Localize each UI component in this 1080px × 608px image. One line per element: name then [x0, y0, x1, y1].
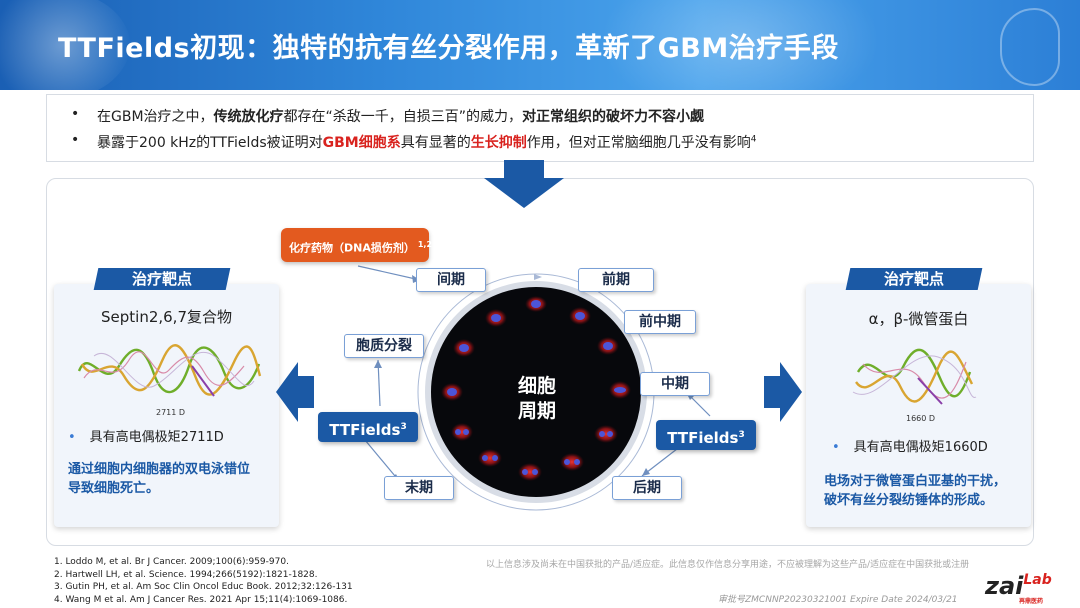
intro-bullets-box: • 在GBM治疗之中，传统放化疗都存在“杀敌一千，自损三百”的威力，对正常组织的…	[46, 94, 1034, 162]
left-target-tag: 治疗靶点	[93, 268, 231, 290]
cell-cycle-center-label: 细胞周期	[517, 375, 556, 422]
references-list: 1. Loddo M, et al. Br J Cancer. 2009;100…	[54, 556, 353, 606]
bullet-dot: •	[71, 132, 80, 148]
page-title: TTFields初现：独特的抗有丝分裂作用，革新了GBM治疗手段	[58, 33, 839, 64]
chemo-drug-label: 化疗药物（DNA损伤剂）1,2	[281, 228, 432, 262]
header-banner: TTFields初现：独特的抗有丝分裂作用，革新了GBM治疗手段	[0, 0, 1080, 90]
cell-cycle-diagram	[357, 265, 711, 511]
approval-number: 审批号ZMCNNP20230321001 Expire Date 2024/03…	[718, 595, 958, 605]
right-arrow-icon	[764, 362, 802, 422]
phase-interphase: 间期	[416, 268, 486, 292]
phase-metaphase: 中期	[640, 372, 710, 396]
header-glow	[600, 0, 880, 90]
left-target-panel: Septin2,6,7复合物 2711 D •具有高电偶极矩2711D 通过细胞…	[54, 284, 279, 527]
target-feature: •具有高电偶极矩1660D	[832, 440, 988, 455]
target-name: α，β-微管蛋白	[868, 310, 969, 328]
molecule-label: 1660 D	[906, 414, 936, 423]
down-arrow-icon	[484, 160, 564, 208]
phase-telophase: 末期	[384, 476, 454, 500]
phase-anaphase: 后期	[612, 476, 682, 500]
tubulin-protein-image	[852, 348, 977, 405]
brain-graphic	[0, 0, 130, 90]
molecule-label: 2711 D	[156, 408, 186, 417]
reference-item: 4. Wang M et al. Am J Cancer Res. 2021 A…	[54, 594, 348, 605]
phase-prophase: 前期	[578, 268, 654, 292]
right-target-panel: α，β-微管蛋白 1660 D •具有高电偶极矩1660D 电场对于微管蛋白亚基…	[806, 284, 1031, 527]
target-description: 电场对于微管蛋白亚基的干扰，破坏有丝分裂纺锤体的形成。	[824, 474, 1007, 508]
disclaimer-text: 以上信息涉及尚未在中国获批的产品/适应症。此信息仅作信息分享用途，不应被理解为这…	[486, 560, 970, 570]
left-arrow-icon	[276, 362, 314, 422]
phase-cytokinesis: 胞质分裂	[344, 334, 424, 358]
bullet-dot: •	[71, 106, 80, 122]
reference-item: 2. Hartwell LH, et al. Science. 1994;266…	[54, 569, 318, 580]
reference-item: 1. Loddo M, et al. Br J Cancer. 2009;100…	[54, 557, 289, 567]
right-target-tag: 治疗靶点	[845, 268, 983, 290]
bullet-text: 在GBM治疗之中，传统放化疗都存在“杀敌一千，自损三百”的威力，对正常组织的破坏…	[97, 109, 705, 125]
dividing-cells-image	[441, 296, 631, 481]
target-description: 通过细胞内细胞器的双电泳错位导致细胞死亡。	[68, 462, 251, 496]
bullet-text: 暴露于200 kHz的TTFields被证明对GBM细胞系具有显著的生长抑制作用…	[97, 134, 757, 151]
ttfields-label-left: TTFields3	[318, 412, 418, 442]
reference-item: 3. Gutin PH, et al. Am Soc Clin Oncol Ed…	[54, 582, 353, 592]
target-name: Septin2,6,7复合物	[101, 308, 232, 326]
septin-protein-image	[77, 344, 262, 397]
ttfields-label-right: TTFields3	[656, 420, 756, 450]
target-feature: •具有高电偶极矩2711D	[68, 430, 224, 445]
face-outline-graphic	[1000, 8, 1060, 86]
phase-prometaphase: 前中期	[624, 310, 696, 334]
